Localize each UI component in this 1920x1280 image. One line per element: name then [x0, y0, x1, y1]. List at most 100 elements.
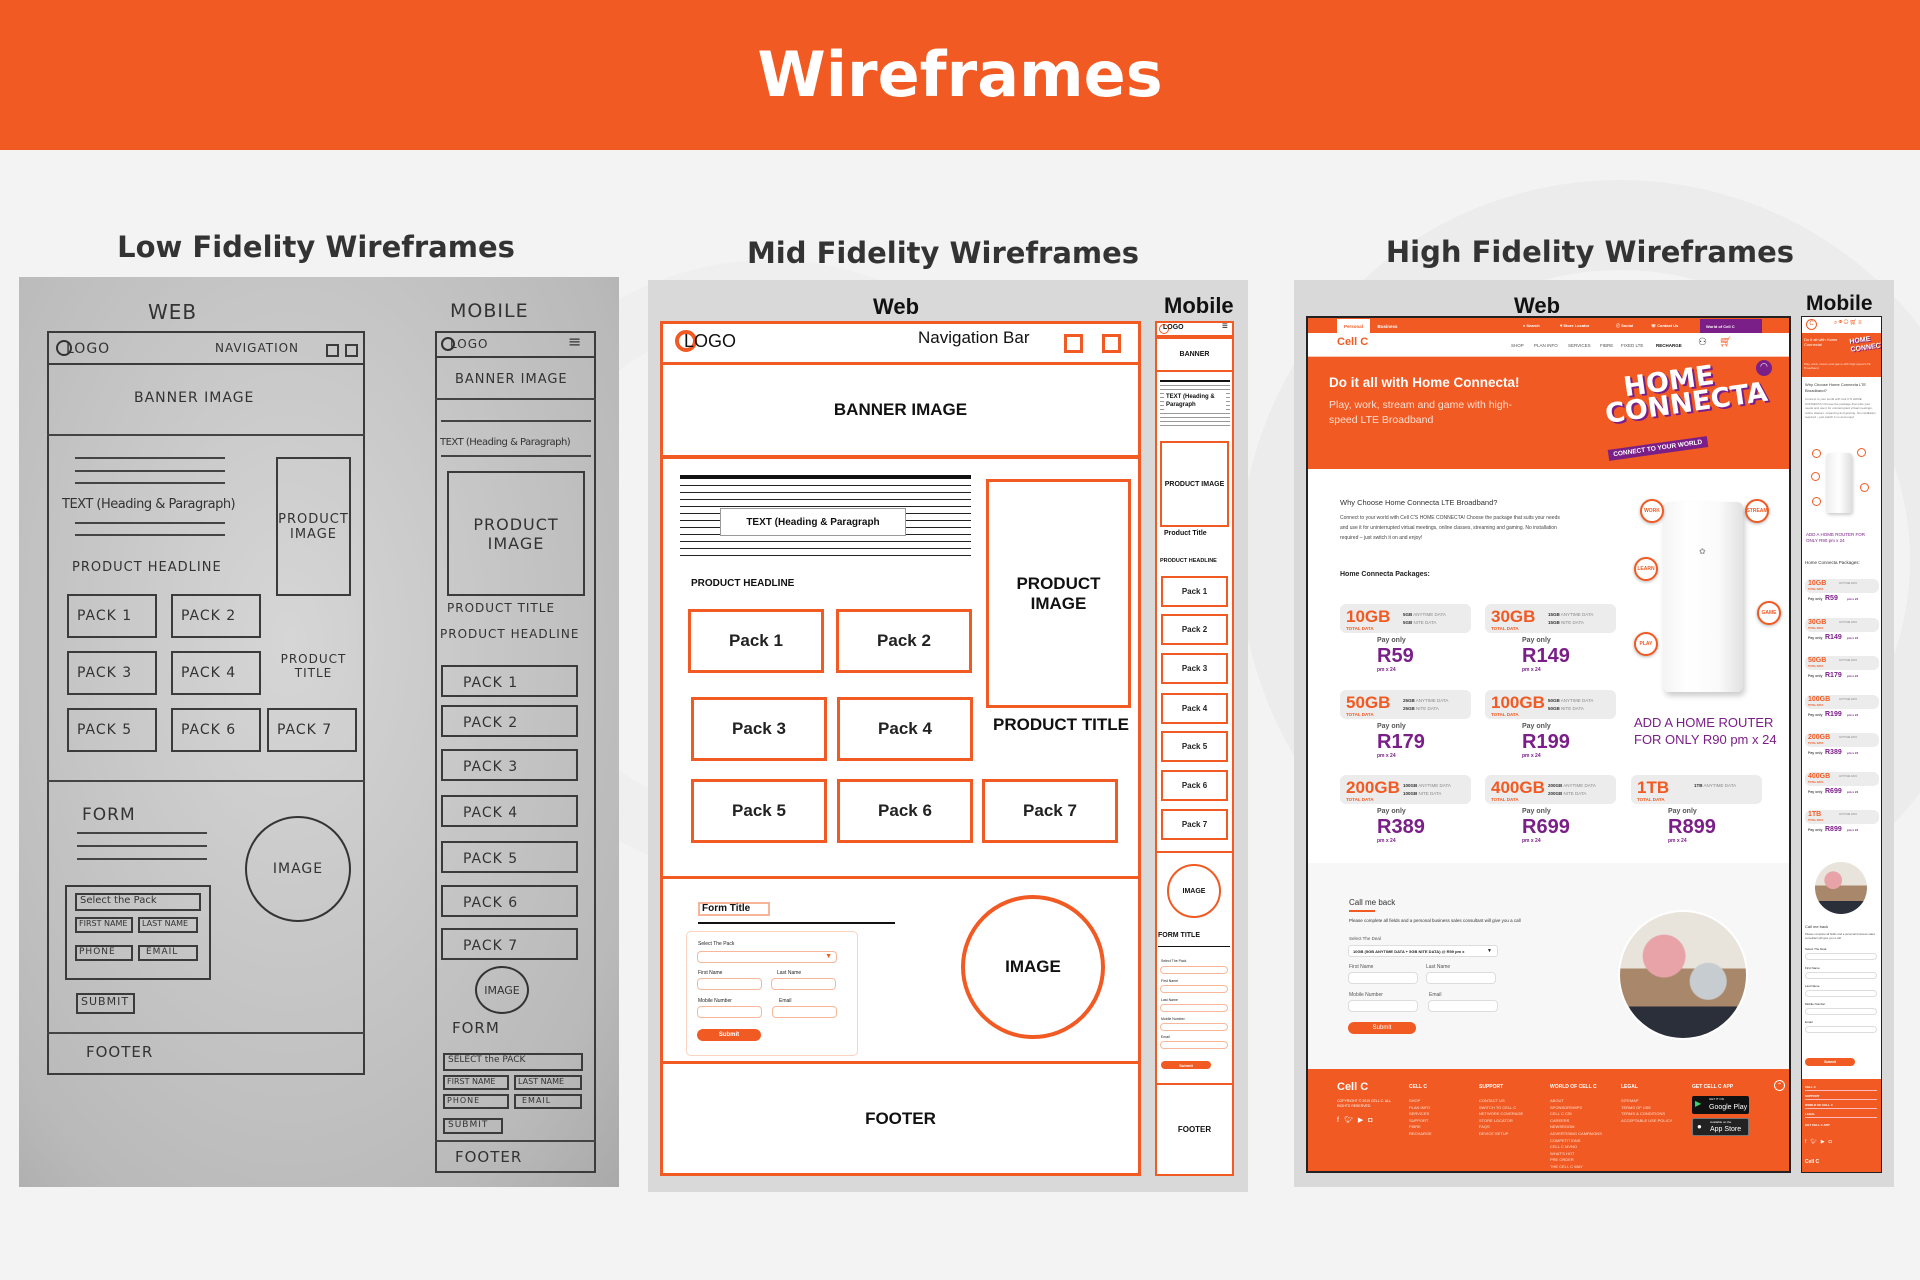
select-deal-dropdown[interactable]: 10GB (5GB ANYTIME DATA + 5GB NITE DATA) …	[1348, 945, 1498, 957]
mobile-pack-card[interactable]: Pack 1	[1161, 576, 1228, 607]
mobile-pack-card[interactable]: Pack 6	[1161, 770, 1228, 801]
hamburger-icon[interactable]: ≡	[1222, 321, 1228, 332]
pack-card[interactable]: Pack 1	[688, 609, 824, 673]
mobile-submit-button[interactable]: Submit	[1805, 1058, 1855, 1066]
footer-link[interactable]: FAQS	[1479, 1124, 1490, 1130]
social-icons[interactable]: f🐦︎▶◘	[1337, 1117, 1378, 1124]
mobile-number-input[interactable]	[1348, 1000, 1418, 1012]
footer-link[interactable]: CAREERS	[1550, 1117, 1570, 1123]
mobile-pack-card[interactable]: Pack 4	[1161, 693, 1228, 724]
footer-link[interactable]: NEWSROOM	[1550, 1124, 1575, 1130]
mobile-number-input[interactable]	[697, 1006, 762, 1018]
social-link[interactable]: ⓕ Social	[1616, 323, 1633, 328]
footer-link[interactable]: CONTACT US	[1479, 1098, 1505, 1103]
nav-item-fixed-lte[interactable]: FIXED LTE	[1621, 343, 1644, 348]
last-name-input[interactable]	[771, 978, 836, 990]
mobile-footer-section[interactable]: CELL C	[1805, 1085, 1877, 1091]
footer-link[interactable]: WHAT'S HOT	[1550, 1150, 1575, 1156]
footer-link[interactable]: THE CELL C WAY	[1550, 1164, 1583, 1169]
footer-link[interactable]: TERMS OF USE	[1621, 1104, 1652, 1110]
mobile-select-deal[interactable]	[1805, 953, 1877, 960]
pack-card[interactable]: Pack 4	[837, 697, 973, 761]
nav-item-shop[interactable]: SHOP	[1511, 343, 1524, 348]
pack-card[interactable]: Pack 5	[691, 779, 827, 843]
email-input[interactable]	[1428, 1000, 1498, 1012]
footer-link[interactable]: DEVICE SETUP	[1479, 1131, 1509, 1136]
footer-link[interactable]: SPONSORSHIPS	[1550, 1104, 1583, 1110]
cell-c-logo-icon[interactable]: C	[1806, 319, 1817, 330]
mobile-email-input[interactable]	[1805, 1026, 1877, 1033]
mobile-pack-card[interactable]: Pack 5	[1161, 731, 1228, 762]
pack-card[interactable]: Pack 6	[837, 779, 973, 843]
tab-personal[interactable]: Personal	[1337, 319, 1370, 333]
footer-link[interactable]: ADVERTISING CAMPAIGNS	[1550, 1131, 1602, 1136]
tab-business[interactable]: Business	[1377, 323, 1398, 329]
cell-c-logo[interactable]: Cell C	[1337, 336, 1369, 348]
callback-submit-button[interactable]: Submit	[1348, 1022, 1416, 1034]
mobile-pack-card[interactable]: Pack 2	[1161, 614, 1228, 645]
world-of-cell-c-link[interactable]: World of Cell C	[1700, 319, 1762, 333]
mobile-number-input[interactable]	[1160, 1023, 1228, 1031]
mobile-header-icons[interactable]: ⌕☏⚇🛒︎≡	[1834, 320, 1863, 326]
mobile-submit-button[interactable]: Submit	[1161, 1061, 1211, 1069]
footer-link[interactable]: SITEMAP	[1621, 1098, 1639, 1103]
nav-item-services[interactable]: SERVICES	[1568, 343, 1591, 348]
mobile-footer-section[interactable]: WORLD OF CELL C	[1805, 1103, 1877, 1109]
mobile-select-dropdown[interactable]	[1160, 966, 1228, 974]
footer-link[interactable]: SERVICES	[1409, 1111, 1430, 1117]
nav-item-fibre[interactable]: FIBRE	[1600, 343, 1614, 348]
footer-link[interactable]: ACCEPTABLE USE POLICY	[1621, 1117, 1673, 1123]
mobile-footer-section[interactable]: SUPPORT	[1805, 1094, 1877, 1100]
mobile-pack-card[interactable]: Pack 3	[1161, 653, 1228, 684]
footer-link[interactable]: CELL C MVNO	[1550, 1144, 1577, 1150]
mobile-first-input[interactable]	[1805, 972, 1877, 979]
nav-item-recharge[interactable]: RECHARGE	[1656, 343, 1682, 348]
mobile-footer-section[interactable]: LEGAL	[1805, 1112, 1877, 1118]
footer-link[interactable]: SUPPORT	[1409, 1117, 1429, 1123]
footer-link[interactable]: COMPETITIONS	[1550, 1137, 1581, 1143]
pack-card[interactable]: Pack 2	[836, 609, 972, 673]
footer-link[interactable]: NETWORK COVERAGE	[1479, 1111, 1524, 1117]
footer-link[interactable]: TERMS & CONDITIONS	[1621, 1111, 1666, 1117]
pack-card[interactable]: Pack 7	[982, 779, 1118, 843]
mobile-email-input[interactable]	[1160, 1041, 1228, 1049]
mobile-last-input[interactable]	[1805, 990, 1877, 997]
nav-square-icon[interactable]	[1064, 334, 1083, 353]
first-name-input[interactable]	[1348, 972, 1418, 984]
footer-link[interactable]: ABOUT	[1550, 1098, 1564, 1103]
mobile-pack-card[interactable]: Pack 7	[1161, 809, 1228, 840]
mobile-number-input[interactable]	[1805, 1008, 1877, 1015]
contact-us-link[interactable]: ☏ Contact Us	[1651, 323, 1679, 328]
footer-link[interactable]: FIBRE	[1409, 1124, 1421, 1130]
footer-link[interactable]: PRE ORDER	[1550, 1157, 1574, 1163]
last-name-input[interactable]	[1426, 972, 1496, 984]
mobile-social-icons[interactable]: f🐦︎▶◘	[1805, 1139, 1836, 1145]
footer-link[interactable]: STORE LOCATOR	[1479, 1117, 1513, 1123]
submit-button[interactable]: Submit	[697, 1029, 761, 1041]
scroll-top-icon[interactable]: ⌃	[1774, 1080, 1785, 1091]
footer-link[interactable]: SHOP	[1409, 1098, 1421, 1103]
nav-item-plan-info[interactable]: PLAN INFO	[1534, 343, 1558, 348]
mobile-first-name-input[interactable]	[1160, 985, 1228, 993]
account-icon[interactable]: ⚇	[1698, 337, 1707, 348]
search-link[interactable]: ⌕ Search	[1523, 323, 1540, 328]
footer-link[interactable]: CELL C CSI	[1550, 1111, 1572, 1117]
nav-square-icon[interactable]	[1102, 334, 1121, 353]
store-locator-link[interactable]: ⌖ Store Locator	[1560, 323, 1590, 328]
select-pack-dropdown[interactable]: ▼	[697, 951, 837, 963]
pack-card[interactable]: Pack 3	[691, 697, 827, 761]
